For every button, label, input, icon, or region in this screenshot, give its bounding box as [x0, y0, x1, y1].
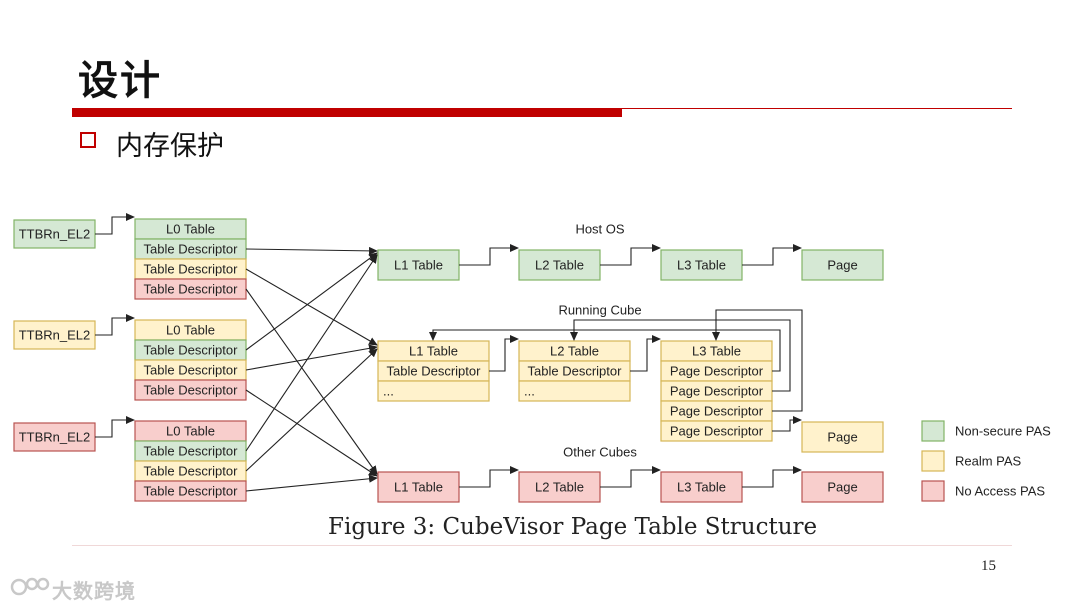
svg-text:No Access PAS: No Access PAS — [955, 484, 1045, 499]
svg-text:TTBRn_EL2: TTBRn_EL2 — [19, 227, 91, 242]
arrow-ttbr2-l0 — [95, 314, 135, 336]
svg-text:Table Descriptor: Table Descriptor — [144, 262, 239, 277]
svg-text:Page Descriptor: Page Descriptor — [670, 424, 764, 439]
svg-text:Page: Page — [827, 258, 857, 273]
l0-table-group-1: L0 Table Table Descriptor Table Descript… — [134, 218, 247, 300]
legend-nonsecure: Non-secure PAS — [921, 420, 1051, 442]
host-page: Page — [801, 249, 884, 281]
watermark-logo-icon — [10, 577, 50, 596]
svg-text:Page Descriptor: Page Descriptor — [670, 404, 764, 419]
svg-text:L0 Table: L0 Table — [166, 424, 215, 439]
l0-table-group-2: L0 Table Table Descriptor Table Descript… — [134, 319, 247, 401]
svg-text:L3 Table: L3 Table — [677, 258, 726, 273]
svg-text:L0 Table: L0 Table — [166, 323, 215, 338]
host-l3-table: L3 Table — [660, 249, 743, 281]
svg-text:Page Descriptor: Page Descriptor — [670, 364, 764, 379]
svg-text:TTBRn_EL2: TTBRn_EL2 — [19, 430, 91, 445]
svg-text:L3 Table: L3 Table — [677, 480, 726, 495]
svg-text:...: ... — [383, 384, 394, 399]
slide-title: 设计 — [78, 58, 162, 104]
host-os-label: Host OS — [575, 222, 624, 237]
arrow-ttbr1-l0 — [95, 213, 135, 235]
ttbr-register-noaccess: TTBRn_EL2 — [13, 422, 96, 452]
legend-realm: Realm PAS — [921, 450, 1022, 472]
svg-text:Page: Page — [827, 480, 857, 495]
svg-text:TTBRn_EL2: TTBRn_EL2 — [19, 328, 91, 343]
svg-text:Table Descriptor: Table Descriptor — [144, 363, 239, 378]
running-cube-label: Running Cube — [558, 303, 641, 318]
svg-text:Page Descriptor: Page Descriptor — [670, 384, 764, 399]
host-l2-table: L2 Table — [518, 249, 601, 281]
svg-text:L0 Table: L0 Table — [166, 222, 215, 237]
cube-l2-table: L2 Table Table Descriptor ... — [518, 340, 631, 402]
l0-table-group-3: L0 Table Table Descriptor Table Descript… — [134, 420, 247, 502]
arrow-ttbr3-l0 — [95, 416, 135, 438]
cube-page: Page — [801, 421, 884, 453]
svg-text:Table Descriptor: Table Descriptor — [387, 364, 482, 379]
other-l2-table: L2 Table — [518, 471, 601, 503]
title-underline-thin — [622, 108, 1012, 109]
svg-text:L2 Table: L2 Table — [535, 258, 584, 273]
watermark-text: 大数跨境 — [52, 579, 136, 603]
svg-text:L2 Table: L2 Table — [535, 480, 584, 495]
other-cubes-label: Other Cubes — [563, 445, 637, 460]
title-underline-thick — [72, 108, 622, 117]
other-page: Page — [801, 471, 884, 503]
other-l1-table: L1 Table — [377, 471, 460, 503]
svg-text:...: ... — [524, 384, 535, 399]
svg-text:Table Descriptor: Table Descriptor — [144, 282, 239, 297]
svg-text:L3 Table: L3 Table — [692, 344, 741, 359]
svg-text:Table Descriptor: Table Descriptor — [144, 464, 239, 479]
square-bullet-icon — [80, 132, 96, 148]
descriptor-arrows — [245, 246, 378, 492]
svg-text:L1 Table: L1 Table — [409, 344, 458, 359]
other-chain-arrows — [459, 466, 802, 488]
cube-l3-table: L3 Table Page Descriptor Page Descriptor… — [660, 340, 773, 442]
bullet-text: 内存保护 — [116, 131, 224, 162]
figure-caption: Figure 3: CubeVisor Page Table Structure — [328, 514, 818, 540]
host-chain-arrows — [459, 244, 802, 266]
cube-l1-table: L1 Table Table Descriptor ... — [377, 340, 490, 402]
svg-text:Table Descriptor: Table Descriptor — [144, 484, 239, 499]
svg-text:Table Descriptor: Table Descriptor — [144, 444, 239, 459]
svg-text:Table Descriptor: Table Descriptor — [144, 383, 239, 398]
svg-text:Non-secure PAS: Non-secure PAS — [955, 424, 1051, 439]
svg-text:Table Descriptor: Table Descriptor — [144, 343, 239, 358]
legend-noaccess: No Access PAS — [921, 480, 1045, 502]
cube-chain-arrows — [429, 309, 803, 432]
svg-text:Table Descriptor: Table Descriptor — [144, 242, 239, 257]
ttbr-register-nonsecure: TTBRn_EL2 — [13, 219, 96, 249]
svg-text:Realm PAS: Realm PAS — [955, 454, 1022, 469]
footer-separator — [72, 545, 1012, 546]
other-l3-table: L3 Table — [660, 471, 743, 503]
host-l1-table: L1 Table — [377, 249, 460, 281]
ttbr-register-realm: TTBRn_EL2 — [13, 320, 96, 350]
svg-text:L2 Table: L2 Table — [550, 344, 599, 359]
svg-text:Table Descriptor: Table Descriptor — [528, 364, 623, 379]
svg-text:L1 Table: L1 Table — [394, 480, 443, 495]
page-number: 15 — [981, 558, 996, 574]
svg-text:Page: Page — [827, 430, 857, 445]
svg-text:L1 Table: L1 Table — [394, 258, 443, 273]
